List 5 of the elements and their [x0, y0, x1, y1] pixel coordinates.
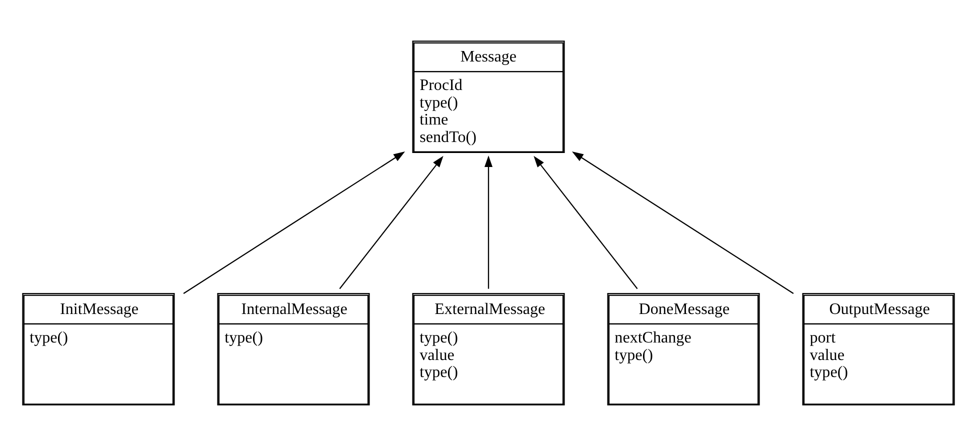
arrow [572, 151, 794, 294]
arrow [534, 156, 638, 290]
arrow [183, 151, 406, 294]
arrow [339, 156, 444, 290]
arrow [484, 156, 493, 289]
